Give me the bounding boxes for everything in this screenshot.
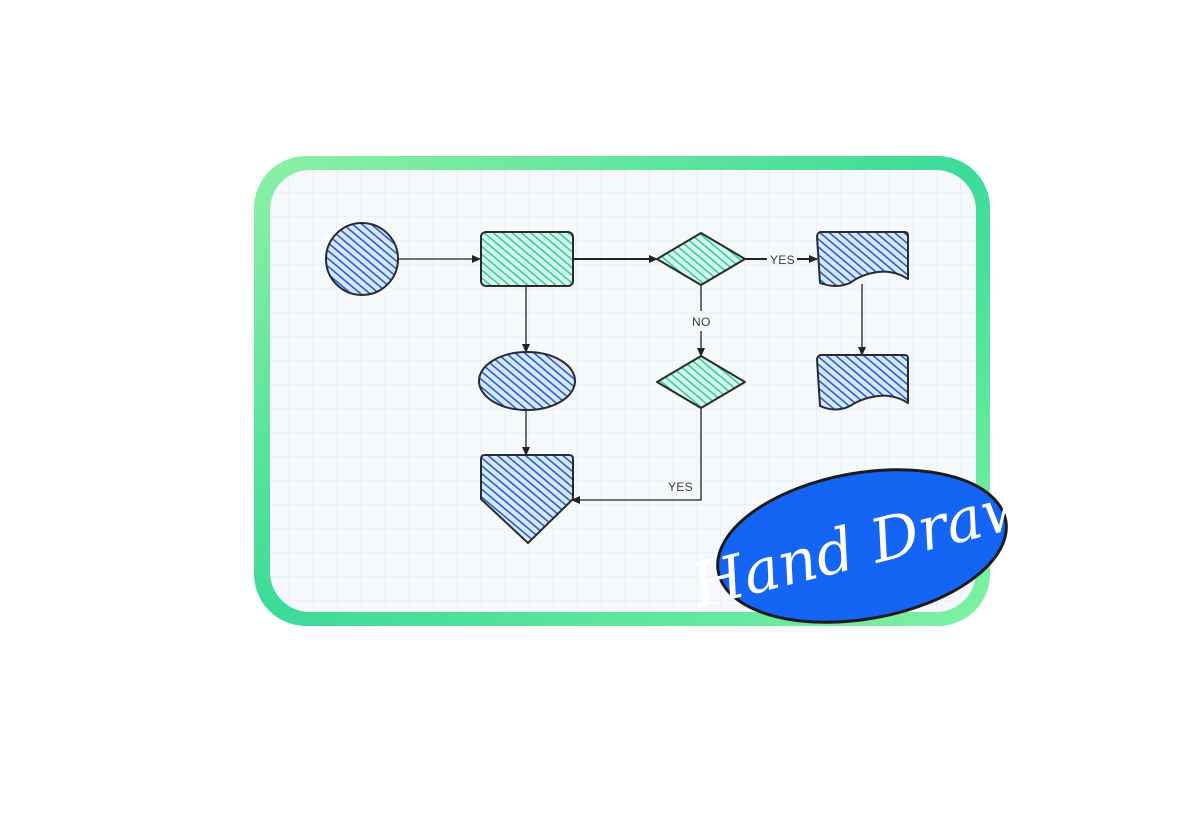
connectors <box>398 255 866 504</box>
document-node-2 <box>816 354 909 411</box>
edge-label-yes-2: YES <box>668 480 693 494</box>
start-circle-node <box>325 222 399 296</box>
offpage-pentagon-node <box>480 454 574 544</box>
decision-diamond-node-1 <box>656 232 746 286</box>
ellipse-node <box>478 351 576 411</box>
process-rect-node <box>480 231 574 287</box>
edge-label-yes-1: YES <box>770 253 795 267</box>
badge-oval <box>716 468 1008 624</box>
document-node-1 <box>816 231 909 287</box>
edge-decision2-to-pentagon <box>571 409 702 504</box>
decision-diamond-node-2 <box>656 355 746 409</box>
edge-label-no: NO <box>692 315 711 329</box>
